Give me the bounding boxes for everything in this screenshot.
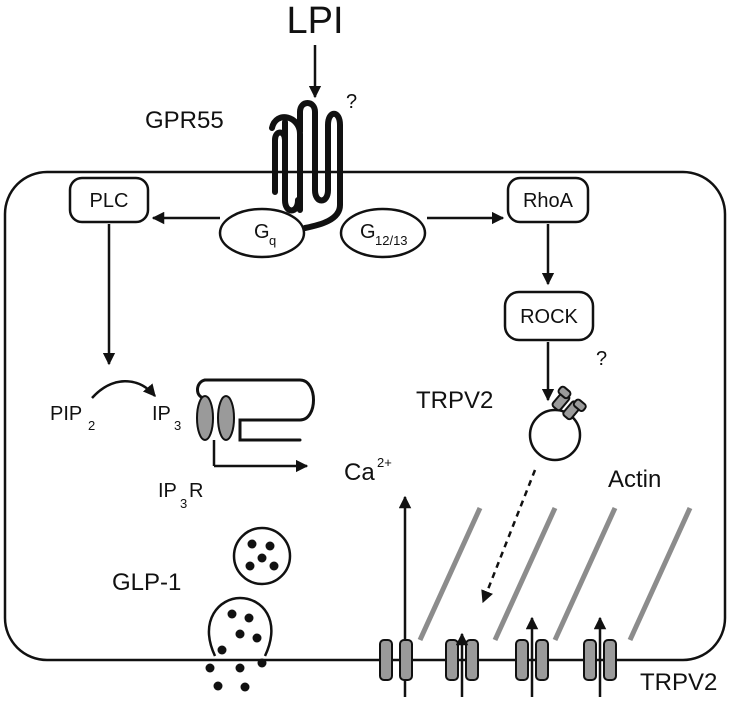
ligand-question-mark: ?	[346, 91, 357, 113]
plc-box	[68, 176, 150, 224]
g-protein-q-label: G	[254, 221, 270, 243]
cell-membrane	[3, 170, 727, 662]
rock-box	[503, 290, 595, 342]
receptor-label: GPR55	[145, 107, 224, 134]
glp1-granule-contents	[245, 539, 279, 571]
ip3-receptor-channel-1	[196, 395, 214, 441]
trpv2-vesicle-label: TRPV2	[416, 387, 493, 414]
g-protein-12-13-label: G	[360, 221, 376, 243]
ip3r-label: IP	[158, 480, 177, 502]
ip3-receptor-channel-2	[217, 395, 235, 441]
g-protein-12-13	[339, 207, 427, 259]
actin-filament-3	[552, 506, 618, 642]
rock-label: ROCK	[520, 306, 578, 328]
plc-label: PLC	[90, 190, 129, 212]
actin-filament-2	[492, 506, 558, 642]
glp1-released-contents	[205, 609, 267, 692]
ip3-label: IP	[152, 403, 171, 425]
glp1-label: GLP-1	[112, 569, 181, 596]
rhoa-label: RhoA	[523, 190, 574, 212]
vesicle-translocation-arrow	[481, 469, 537, 604]
membrane-trpv2-channel-icon	[379, 639, 413, 681]
glp1-exocytosis-granule	[207, 596, 273, 657]
membrane-trpv2-channel-icon	[445, 639, 479, 681]
ip3r-suffix: R	[189, 480, 203, 502]
vesicle-trpv2-channel-icon	[551, 385, 587, 421]
gpr55-helices-icon	[272, 119, 301, 214]
membrane-trpv2-channel-icon	[515, 639, 549, 681]
calcium-superscript: 2+	[377, 455, 392, 470]
trpv2-vesicle	[528, 408, 582, 462]
trpv2-membrane-label: TRPV2	[640, 669, 717, 696]
gpr55-receptor-icon	[269, 100, 343, 231]
g-protein-q	[218, 207, 306, 259]
rhoa-box	[506, 176, 590, 224]
pip2-subscript: 2	[88, 418, 95, 433]
rock-question-mark: ?	[596, 348, 607, 370]
g-protein-q-subscript: q	[269, 233, 276, 248]
membrane-trpv2-channel-icon	[583, 639, 617, 681]
ligand-label: LPI	[286, 0, 343, 42]
pip2-label: PIP	[50, 403, 82, 425]
ip3-subscript: 3	[174, 418, 181, 433]
actin-filament-4	[627, 506, 693, 642]
calcium-label: Ca	[344, 459, 375, 486]
endoplasmic-reticulum	[203, 378, 315, 442]
actin-filament-1	[417, 506, 483, 642]
pip2-to-ip3-arrow	[91, 380, 156, 399]
actin-label: Actin	[608, 466, 661, 493]
g-protein-12-13-subscript: 12/13	[375, 233, 408, 248]
ip3r-subscript: 3	[180, 496, 187, 511]
